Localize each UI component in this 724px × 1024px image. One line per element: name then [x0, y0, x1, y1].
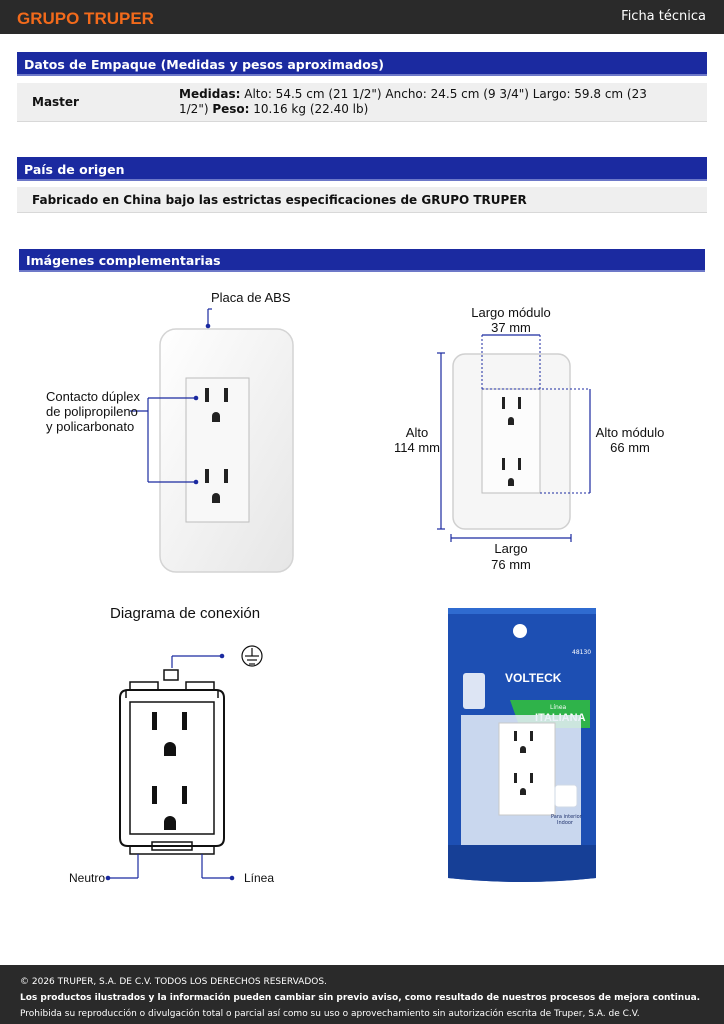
measures-text: Alto: 54.5 cm (21 1/2") Ancho: 24.5 cm (… — [179, 87, 647, 116]
measures-label: Medidas: — [179, 87, 241, 101]
packaging-section-title: Datos de Empaque (Medidas y pesos aproxi… — [17, 52, 707, 76]
packaging-row: Master Medidas: Alto: 54.5 cm (21 1/2") … — [17, 83, 707, 122]
footer-copyright: © 2026 TRUPER, S.A. DE C.V. TODOS LOS DE… — [20, 977, 327, 987]
width-value: 76 mm — [491, 557, 531, 572]
origin-row: Fabricado en China bajo las estrictas es… — [17, 187, 707, 213]
module-width-value: 37 mm — [491, 320, 531, 335]
module-width-label: Largo módulo — [471, 305, 551, 320]
contact-label-line1: Contacto dúplex — [46, 389, 140, 404]
module-height-label: Alto módulo — [596, 425, 665, 440]
weight-text: 10.16 kg (22.40 lb) — [249, 102, 369, 116]
origin-text: Fabricado en China bajo las estrictas es… — [32, 193, 527, 207]
plate-label: Placa de ABS — [211, 290, 291, 305]
brand-logo: GRUPO TRUPER — [17, 9, 154, 28]
top-bar: GRUPO TRUPER Ficha técnica — [0, 0, 724, 34]
product-photo: Placa de ABS Contacto dúplex de poliprop… — [46, 290, 294, 573]
footer: © 2026 TRUPER, S.A. DE C.V. TODOS LOS DE… — [0, 965, 724, 1024]
package-line-small: Línea — [550, 704, 567, 711]
neutral-label: Neutro — [69, 871, 105, 885]
module-height-value: 66 mm — [610, 440, 650, 455]
wiring-diagram: Diagrama de conexión Neutro Línea — [69, 605, 274, 885]
package-photo: 48130 VOLTECK Línea ITALIANA Para interi… — [448, 608, 596, 882]
dimensions-diagram: Largo módulo 37 mm Alto 114 mm Alto módu… — [394, 305, 665, 572]
images-section-title: Imágenes complementarias — [19, 249, 705, 272]
package-indoor: Para interior — [551, 814, 583, 820]
height-label: Alto — [406, 425, 428, 440]
packaging-row-label: Master — [32, 95, 79, 109]
origin-section-title: País de origen — [17, 157, 707, 181]
package-indoor-en: Indoor — [557, 820, 574, 826]
height-value: 114 mm — [394, 440, 440, 455]
footer-notice: Los productos ilustrados y la informació… — [20, 993, 701, 1003]
line-label: Línea — [244, 871, 274, 885]
packaging-row-value: Medidas: Alto: 54.5 cm (21 1/2") Ancho: … — [179, 87, 677, 117]
weight-label: Peso: — [212, 102, 250, 116]
package-code: 48130 — [572, 649, 591, 656]
width-label: Largo — [494, 541, 527, 556]
wiring-title: Diagrama de conexión — [110, 605, 260, 622]
package-brand: VOLTECK — [505, 671, 562, 685]
contact-label-line3: y policarbonato — [46, 419, 134, 434]
doc-type-label: Ficha técnica — [621, 9, 706, 24]
contact-label-line2: de polipropileno — [46, 404, 138, 419]
footer-prohibition: Prohibida su reproducción o divulgación … — [20, 1009, 640, 1019]
